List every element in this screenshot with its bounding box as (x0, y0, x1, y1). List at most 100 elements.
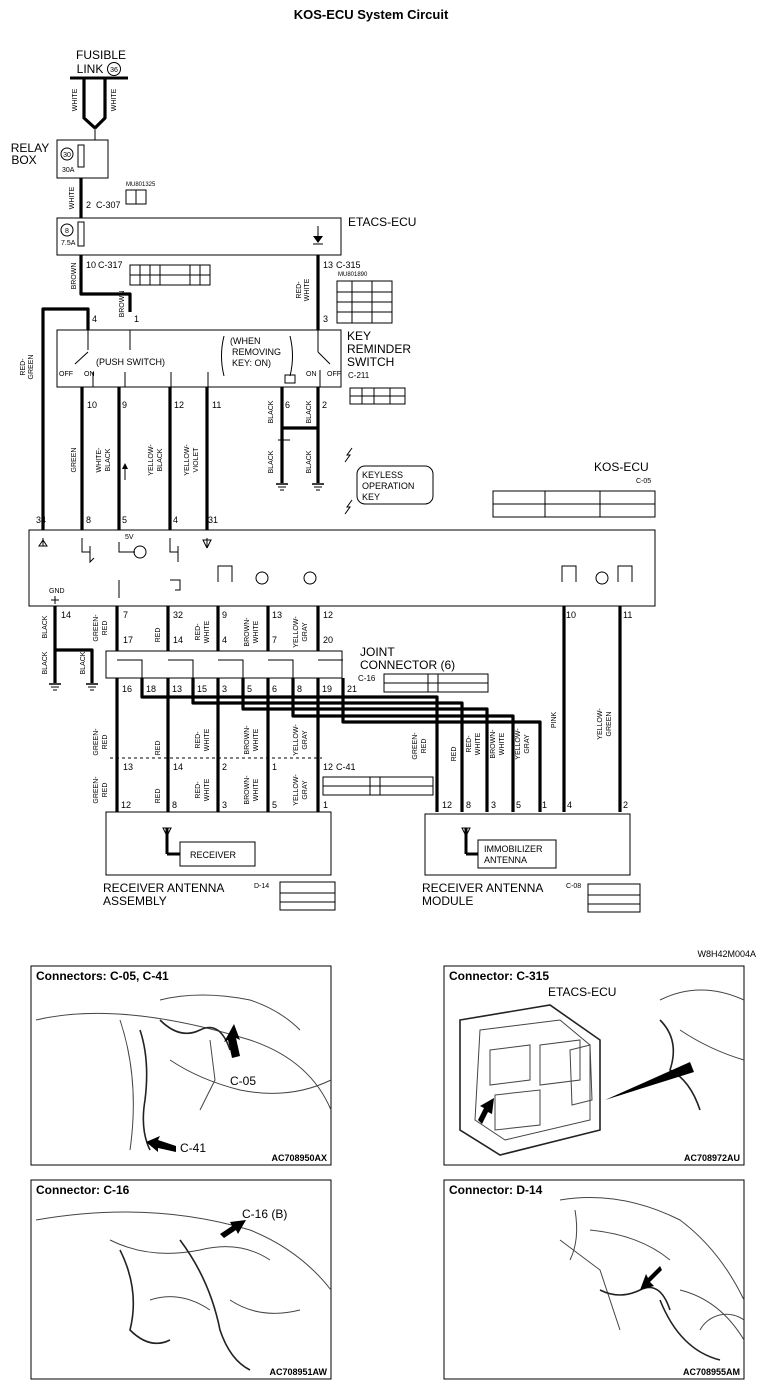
wire-label-yellow-gray-g: YELLOW- (293, 774, 300, 806)
switch-off-label-right: OFF (327, 371, 341, 378)
wire-label-black-2: BLACK (306, 400, 313, 423)
wire-label-black-4: BLACK (306, 450, 313, 473)
five-volt-label: 5V (125, 534, 134, 541)
wire-label-green-red-d: RED (102, 735, 109, 750)
c307-part-number: MU801325 (126, 182, 156, 188)
wire-label-red-white-a: RED- (296, 281, 303, 299)
c41-pin-2: 2 (222, 762, 227, 772)
rm-pin-3: 3 (491, 800, 496, 810)
jc-pin-15: 15 (197, 684, 207, 694)
wire-label-yellow-violet-b: VIOLET (193, 447, 200, 473)
wire-label-brown-white-f: WHITE (499, 732, 506, 755)
wire-label-red-white-c: RED- (195, 623, 202, 641)
receiver-module-label: RECEIVER ANTENNA (422, 881, 543, 895)
jc-pin-17: 17 (123, 635, 133, 645)
wire-label-green: GREEN (71, 448, 78, 473)
receiver-assy-label: RECEIVER ANTENNA (103, 881, 224, 895)
ecu-pin-4: 4 (173, 515, 178, 525)
c211-connector-face (349, 387, 406, 405)
joint-connector-label-2: CONNECTOR (6) (360, 658, 455, 672)
wire-label-red-3: RED (451, 747, 458, 762)
ecu-pin-34: 34 (36, 515, 46, 525)
wire-label-red-white-i: RED- (195, 781, 202, 799)
c16-label: C-16 (358, 674, 376, 683)
key-reminder-label-3: SWITCH (347, 355, 394, 369)
wire-label-brown-1: BROWN (71, 263, 78, 290)
jc-pin-18: 18 (146, 684, 156, 694)
wire-label-red-white-f: WHITE (204, 728, 211, 751)
wire-label-brown-white-h: WHITE (253, 778, 260, 801)
ra-pin-5: 5 (272, 800, 277, 810)
wire-label-brown-white-d: WHITE (253, 728, 260, 751)
fuse-8-number: 8 (65, 228, 69, 235)
when-label-3: KEY: ON) (232, 358, 271, 368)
wire-label-yellow-gray-c: YELLOW- (293, 724, 300, 756)
c08-connector-face (587, 883, 641, 913)
immobilizer-label-2: ANTENNA (484, 855, 527, 865)
c315-part-number: MU801890 (338, 272, 368, 278)
wire-label-pink: PINK (551, 712, 558, 729)
receiver-label: RECEIVER (190, 850, 237, 860)
fusible-link: FUSIBLE LINK 36 (70, 48, 128, 80)
switch-off-label-left: OFF (59, 371, 73, 378)
fusible-link-label-2: LINK (77, 62, 104, 76)
push-switch-label: (PUSH SWITCH) (96, 357, 165, 367)
wire-label-red-white-d: WHITE (204, 620, 211, 643)
wire-label-yellow-green-a: YELLOW- (597, 708, 604, 740)
jc-pin-21: 21 (347, 684, 357, 694)
wire-label-black-7: BLACK (80, 651, 87, 674)
rm-pin-12: 12 (442, 800, 452, 810)
key-reminder-switch: 4 1 3 KEY REMINDER SWITCH (PUSH SWITCH) … (56, 314, 411, 388)
panel-3-callout-c16: C-16 (B) (242, 1207, 287, 1221)
wire-label-white-3: WHITE (69, 186, 76, 209)
c317-label: C-317 (98, 260, 123, 270)
c317-pin: 10 (86, 260, 96, 270)
jc-pin-5: 5 (247, 684, 252, 694)
wire-label-yellow-gray-h: GRAY (302, 780, 309, 800)
wire-label-black-6: BLACK (42, 651, 49, 674)
wire-label-yellow-black-a: YELLOW- (148, 444, 155, 476)
wire-label-yellow-black-b: BLACK (157, 448, 164, 471)
panel-1-title: Connectors: C-05, C-41 (36, 969, 169, 983)
rm-pin-5: 5 (516, 800, 521, 810)
wire-label-red-2: RED (155, 741, 162, 756)
ecu-bottom-pins: 14 7 32 9 13 12 10 11 (61, 610, 632, 620)
c41-pins: 13 14 2 1 12 C-41 (123, 762, 356, 772)
wire-label-green-red-h: RED (102, 783, 109, 798)
c307-label: C-307 (96, 200, 121, 210)
panel-3-code: AC708951AW (269, 1367, 327, 1377)
wire-label-red-white-b: WHITE (304, 278, 311, 301)
receiver-assy-label-2: ASSEMBLY (103, 894, 167, 908)
ra-pin-3: 3 (222, 800, 227, 810)
rm-pin-2: 2 (623, 800, 628, 810)
wire-label-yellow-green-b: GREEN (606, 712, 613, 737)
panel-1-callout-c41: C-41 (180, 1141, 206, 1155)
ecu-pin-13: 13 (272, 610, 282, 620)
c315-label: C-315 (336, 260, 361, 270)
wire-label-red-white-g: RED- (466, 735, 473, 753)
relay-box-label: RELAY (11, 141, 49, 155)
wire-label-yellow-gray-f: GRAY (524, 734, 531, 754)
ground-symbol-2 (49, 683, 98, 691)
jc-pin-20: 20 (323, 635, 333, 645)
ecu-pin-11: 11 (623, 610, 632, 620)
wire-label-white-black-b: BLACK (105, 448, 112, 471)
panel-2-title: Connector: C-315 (449, 969, 549, 983)
receiver-module-label-2: MODULE (422, 894, 473, 908)
wire-label-red-white-j: WHITE (204, 778, 211, 801)
ecu-pin-32: 32 (173, 610, 183, 620)
fuse-8-rating: 7.5A (61, 240, 76, 247)
wire-label-green-red-f: RED (421, 739, 428, 754)
switch-pin-12: 12 (174, 400, 184, 410)
wire-label-yellow-gray-a: YELLOW- (293, 616, 300, 648)
ra-pin-1: 1 (323, 800, 328, 810)
wire-label-green-red-c: GREEN- (93, 728, 100, 756)
wire-label-brown-white-a: BROWN- (244, 617, 251, 647)
c16-connector-face (383, 673, 489, 693)
wire-label-red-green-b: GREEN (28, 355, 35, 380)
wire-label-white-2: WHITE (111, 88, 118, 111)
wire-label-white-black-a: WHITE- (96, 447, 103, 473)
jc-pin-14: 14 (173, 635, 183, 645)
wire-label-yellow-violet-a: YELLOW- (184, 444, 191, 476)
switch-pin-4: 4 (92, 314, 97, 324)
